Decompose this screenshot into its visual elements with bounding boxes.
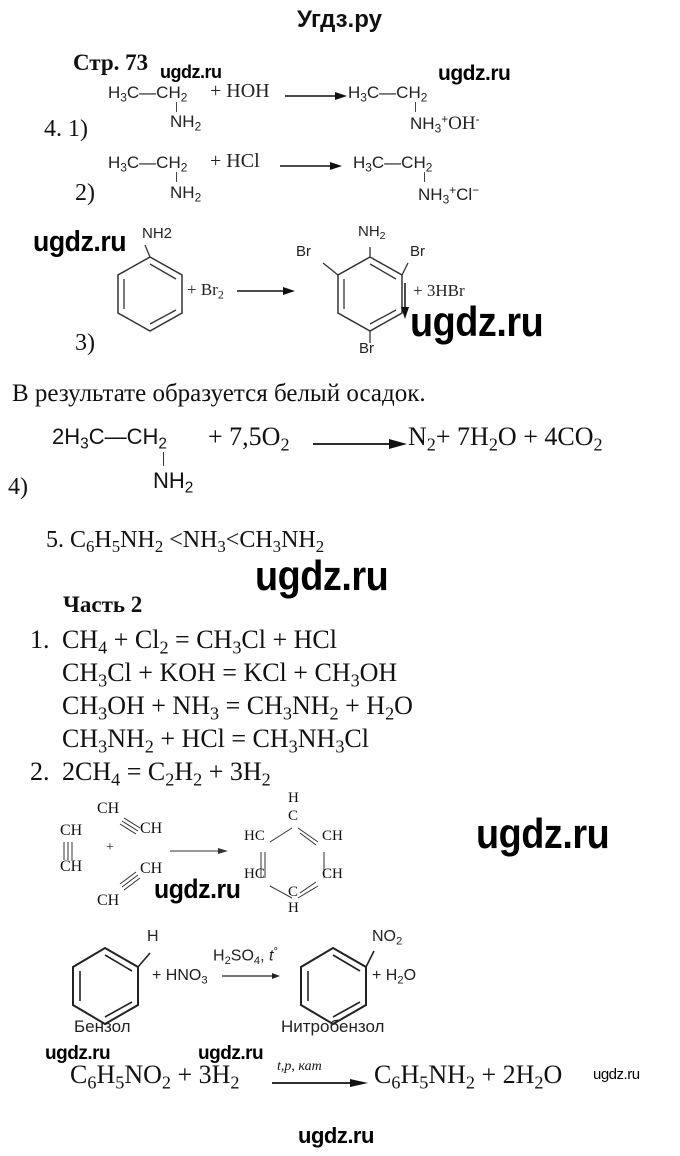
acetylene-label: CH [60, 858, 83, 875]
part2-task1-number: 1. [30, 625, 50, 654]
watermark: ugdz.ru [154, 874, 241, 904]
benzene-h: H [288, 900, 299, 916]
reaction-4-oxygen: + 7,5O2 [208, 422, 290, 455]
nitrobenzene-ring [300, 946, 375, 1026]
arrow-icon [285, 92, 347, 100]
task4-number: 4. 1) [44, 116, 88, 142]
benzene-h-group: H [147, 928, 159, 945]
equation-line: CH3OH + NH3 = CH3NH2 + H2O [62, 691, 413, 724]
reaction-2-product: H3C—CH2 [353, 153, 433, 175]
watermark: ugdz.ru [160, 62, 222, 82]
acetylene-label: CH [97, 800, 120, 817]
acetylene-label: CH [140, 860, 163, 877]
benzene-hc: HC [244, 828, 265, 844]
benzene-h: H [288, 790, 299, 806]
watermark: ugdz.ru [255, 552, 389, 599]
nitration-conditions: H2SO4, t° [213, 946, 278, 967]
benzene-name: Бензол [74, 1017, 131, 1036]
triple-bonds [63, 817, 141, 891]
nitration-byproduct: + H2O [372, 967, 417, 987]
task4-part4-label: 4) [8, 474, 28, 500]
nitration-reagent: + HNO3 [152, 967, 208, 987]
benzene-hc: HC [244, 866, 265, 882]
watermark: ugdz.ru [298, 1123, 374, 1148]
equation-line: CH3Cl + KOH = KCl + CH3OH [62, 658, 398, 691]
arrow-icon [222, 973, 280, 979]
product-br-bottom: Br [359, 340, 374, 357]
reaction-1-reactant: H3C—CH2 [108, 83, 188, 105]
reaction-1-product-ion: NH3+OH- [410, 112, 480, 136]
task5: 5. C6H5NH2 <NH3<CH3NH2 [46, 527, 325, 557]
arrow-icon [313, 439, 407, 449]
watermark: ugdz.ru [33, 226, 127, 258]
arrow-icon [237, 287, 295, 295]
watermark: ugdz.ru [476, 810, 610, 857]
reaction-2-reactant-amine: NH2 [170, 183, 202, 205]
reaction-2-product-ion: NH3+Cl− [418, 183, 480, 207]
reduction-conditions: t,p, кат [277, 1059, 322, 1074]
product-amine-group: NH2 [358, 223, 386, 243]
reaction-4: 2H3C—CH2 [52, 424, 167, 453]
benzene-c: C [288, 884, 299, 900]
arrow-icon [272, 1079, 368, 1087]
page-label: Стр. 73 [73, 50, 149, 75]
reduction-left: C6H5NO2 + 3H2 [70, 1060, 240, 1093]
part2-task2-number: 2. [30, 757, 50, 786]
precipitate-down-arrow-icon [401, 283, 409, 319]
acetylene-label: CH [97, 892, 120, 909]
reaction-2-reagent: + HCl [210, 150, 260, 172]
precipitate-note: В результате образуется белый осадок. [12, 380, 426, 407]
equation-line: CH3NH2 + HCl = CH3NH3Cl [62, 724, 369, 757]
nitrobenzene-name: Нитробензол [281, 1017, 385, 1036]
watermark: ugdz.ru [410, 298, 544, 345]
reaction-3-reagent: + Br2 [187, 280, 224, 302]
task4-part3-label: 3) [75, 330, 95, 356]
equation-line: 2CH4 = C2H2 + 3H2 [62, 757, 271, 790]
product-br-right: Br [410, 243, 425, 260]
nitro-group: NO2 [372, 928, 403, 948]
benzene-ch: CH [322, 828, 343, 844]
reaction-2-reactant: H3C—CH2 [108, 153, 188, 175]
reaction-1-reagent: + HOH [210, 80, 270, 102]
reaction-1-reactant-amine: NH2 [170, 112, 202, 134]
watermark: ugdz.ru [198, 1043, 264, 1064]
product-br-left: Br [296, 243, 311, 260]
site-title: Угдз.ру [297, 6, 382, 33]
arrow-icon [170, 848, 228, 854]
reaction-4-products: N2+ 7H2O + 4CO2 [408, 422, 603, 455]
reaction-1-product: H3C—CH2 [348, 83, 428, 105]
reduction-right: C6H5NH2 + 2H2O [374, 1060, 563, 1093]
part2-heading: Часть 2 [63, 592, 143, 617]
acetylene-label: CH [60, 822, 83, 839]
benzene-c: C [288, 808, 299, 824]
aniline-amine-group: NH2 [142, 225, 173, 242]
equation-line: CH4 + Cl2 = CH3Cl + HCl [62, 625, 337, 658]
arrow-icon [280, 162, 342, 170]
watermark: ugdz.ru [45, 1043, 111, 1064]
acetylene-label: CH [140, 820, 163, 837]
aniline-ring [117, 244, 183, 332]
task4-part2-label: 2) [75, 180, 95, 206]
tribromoaniline-ring [322, 247, 409, 343]
reaction-4-amine: NH2 [153, 468, 194, 497]
trimer-plus: + [106, 840, 114, 855]
benzene-ring [260, 827, 325, 899]
benzene-ch: CH [322, 866, 343, 882]
reaction-3-byproduct: + 3HBr [413, 281, 465, 300]
benzene-ring [72, 946, 151, 1026]
watermark: ugdz.ru [438, 62, 511, 85]
watermark: ugdz.ru [593, 1066, 640, 1083]
